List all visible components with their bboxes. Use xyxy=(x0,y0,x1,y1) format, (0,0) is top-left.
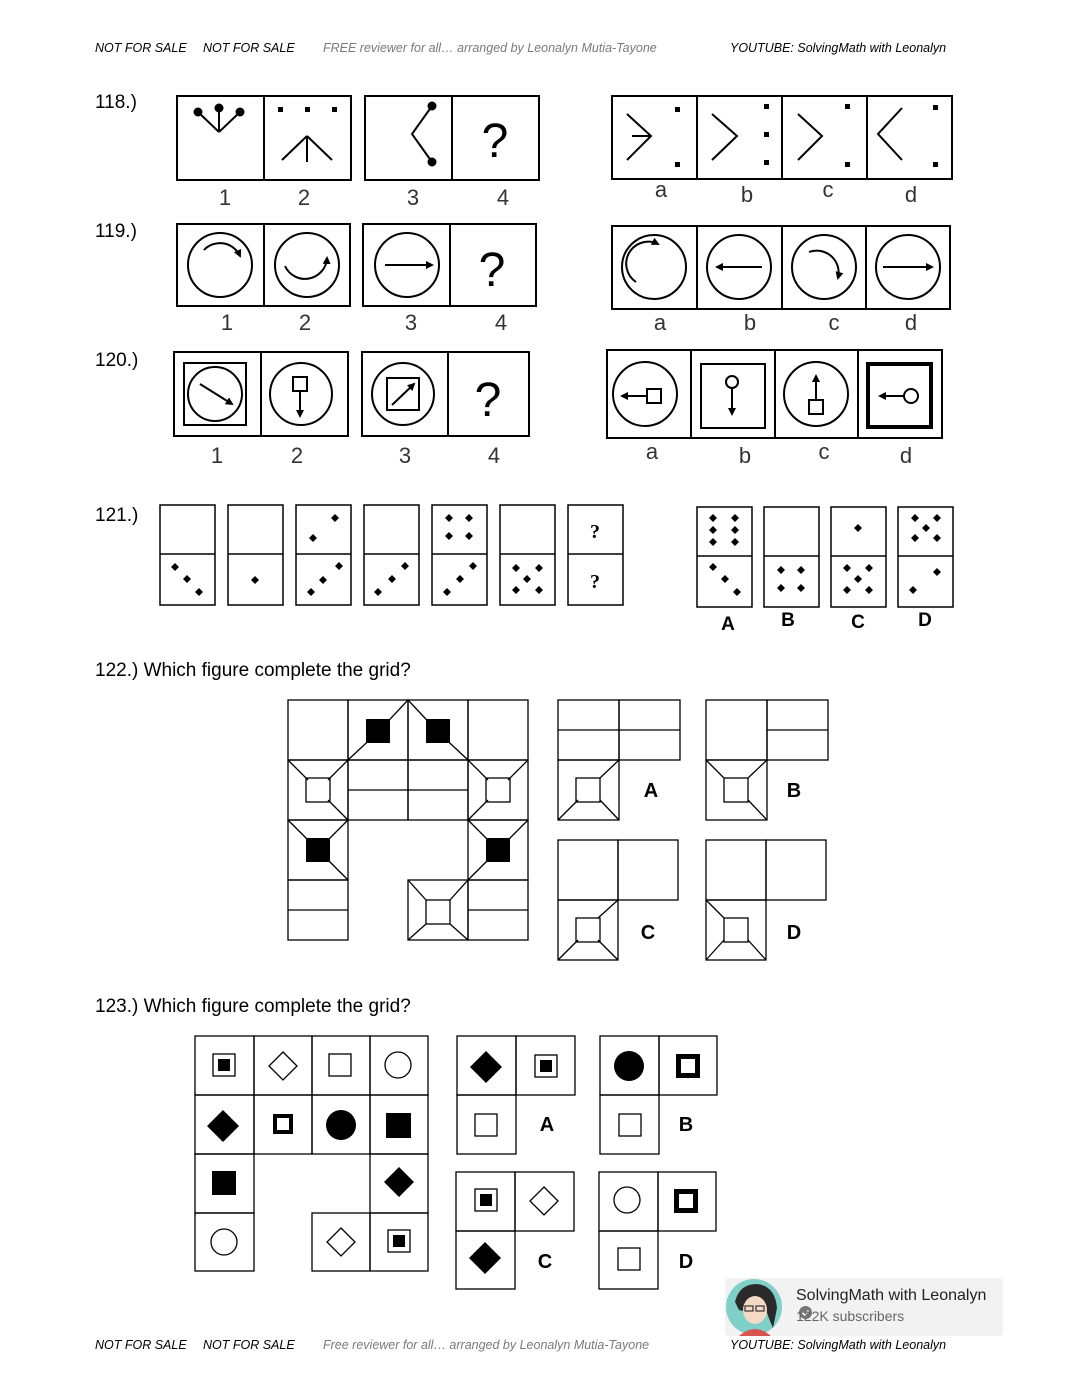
q119-seq-label-4: 4 xyxy=(495,310,507,335)
q121-number: 121.) xyxy=(95,505,139,526)
footer-not-for-sale-1: NOT FOR SALE xyxy=(95,1338,187,1352)
q118-number: 118.) xyxy=(95,92,137,113)
q122-figure: A B C D xyxy=(287,699,829,961)
q120-choice-label-a: a xyxy=(646,439,659,464)
q121-choice-label-c: C xyxy=(851,612,865,633)
footer-not-for-sale-2: NOT FOR SALE xyxy=(203,1338,295,1352)
q123-choice-label-a: A xyxy=(540,1114,554,1136)
channel-subscribers: 122K subscribers xyxy=(796,1308,905,1324)
q122-choice-label-a: A xyxy=(644,780,658,802)
footer-youtube: YOUTUBE: SolvingMath with Leonalyn xyxy=(730,1338,947,1352)
q121-choice-label-b: B xyxy=(781,610,795,631)
q123-choice-label-b: B xyxy=(679,1114,693,1136)
q119-seq-label-2: 2 xyxy=(299,310,311,335)
q120-seq-label-4: 4 xyxy=(488,443,500,468)
q119-choice-label-d: d xyxy=(905,310,917,335)
q119-choice-label-a: a xyxy=(654,310,667,335)
q120-seq-label-1: 1 xyxy=(211,443,223,468)
header-not-for-sale-2: NOT FOR SALE xyxy=(203,41,295,55)
header-not-for-sale-1: NOT FOR SALE xyxy=(95,41,187,55)
q121-choice-label-a: A xyxy=(721,614,735,635)
header-youtube: YOUTUBE: SolvingMath with Leonalyn xyxy=(730,41,947,55)
q122-choice-label-c: C xyxy=(641,922,655,944)
q118-choice-label-b: b xyxy=(741,182,753,207)
q119-seq-label-1: 1 xyxy=(221,310,233,335)
q123-choice-label-c: C xyxy=(538,1251,552,1273)
q121-unknown-bottom: ? xyxy=(590,571,600,593)
q119-seq-label-3: 3 xyxy=(405,310,417,335)
q123-choice-label-d: D xyxy=(679,1251,693,1273)
q122-choice-label-b: B xyxy=(787,780,801,802)
q120-number: 120.) xyxy=(95,350,139,371)
footer-note: Free reviewer for all… arranged by Leona… xyxy=(323,1338,650,1352)
verified-check-icon xyxy=(799,1306,812,1319)
q120-seq-label-2: 2 xyxy=(291,443,303,468)
q120-choice-label-d: d xyxy=(900,443,912,468)
q122-choice-label-d: D xyxy=(787,922,801,944)
q121-unknown-top: ? xyxy=(590,521,600,543)
q120-choice-label-b: b xyxy=(739,443,751,468)
q118-choice-label-d: d xyxy=(905,182,917,207)
q119-number: 119.) xyxy=(95,221,137,242)
q118-figure: ? 1 2 3 4 a b c d xyxy=(176,95,953,210)
q119-choice-label-b: b xyxy=(744,310,756,335)
channel-name-text: SolvingMath with Leonalyn xyxy=(796,1287,987,1304)
q118-choice-label-c: c xyxy=(823,177,834,202)
q120-seq-label-3: 3 xyxy=(399,443,411,468)
channel-name: SolvingMath with Leonalyn xyxy=(796,1287,1003,1323)
q118-unknown: ? xyxy=(482,115,509,168)
q119-unknown: ? xyxy=(479,244,506,297)
q118-seq-label-4: 4 xyxy=(497,185,509,210)
q118-seq-label-1: 1 xyxy=(219,185,231,210)
q121-figure: ? ? A B C D xyxy=(159,504,954,635)
header-note: FREE reviewer for all… arranged by Leona… xyxy=(323,41,657,55)
q121-choice-label-d: D xyxy=(918,610,932,631)
channel-avatar xyxy=(726,1279,782,1336)
q120-unknown: ? xyxy=(475,374,502,427)
q118-seq-label-3: 3 xyxy=(407,185,419,210)
channel-badge[interactable]: SolvingMath with Leonalyn 122K subscribe… xyxy=(725,1278,1003,1336)
q123-title: 123.) Which figure complete the grid? xyxy=(95,996,411,1017)
q120-choice-label-c: c xyxy=(819,439,830,464)
q118-choice-label-a: a xyxy=(655,177,668,202)
q118-seq-label-2: 2 xyxy=(298,185,310,210)
q119-choice-label-c: c xyxy=(829,310,840,335)
q119-figure: ? 1 2 3 4 a b c d xyxy=(176,223,951,335)
q123-figure: A B C D xyxy=(194,1035,718,1290)
q120-figure: ? 1 2 3 4 a b c d xyxy=(173,349,943,468)
q122-title: 122.) Which figure complete the grid? xyxy=(95,660,411,681)
